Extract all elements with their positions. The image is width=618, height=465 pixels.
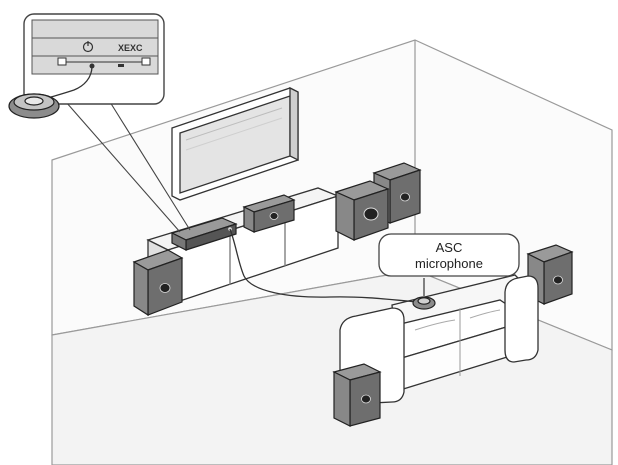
sub-side xyxy=(335,191,355,241)
microphone-cable xyxy=(229,228,419,303)
center-speaker xyxy=(242,194,296,233)
subwoofer xyxy=(334,180,390,241)
av-receiver xyxy=(170,217,238,251)
inset-leader-lines xyxy=(65,101,191,233)
inset-cable xyxy=(47,65,93,99)
fl-speaker-side xyxy=(133,260,149,317)
sofa-right-arm xyxy=(504,275,539,363)
asc-microphone xyxy=(412,278,436,310)
callout-line-2: microphone xyxy=(415,256,483,271)
surround-left-speaker xyxy=(332,363,382,427)
inset-panel xyxy=(31,19,159,75)
inset-panel-label: XEXC xyxy=(118,43,143,53)
inset-microphone-puck xyxy=(8,93,60,119)
tv-side xyxy=(289,86,299,162)
receiver-side xyxy=(171,232,187,251)
television xyxy=(171,86,299,201)
connection-inset: XEXC xyxy=(23,13,165,105)
center-speaker-side xyxy=(243,206,255,233)
asc-microphone-callout: ASC microphone xyxy=(378,233,520,277)
front-left-speaker xyxy=(132,249,184,317)
callout-box xyxy=(378,233,520,277)
callout-line-1: ASC xyxy=(436,240,463,255)
sl-speaker-side xyxy=(333,371,351,427)
